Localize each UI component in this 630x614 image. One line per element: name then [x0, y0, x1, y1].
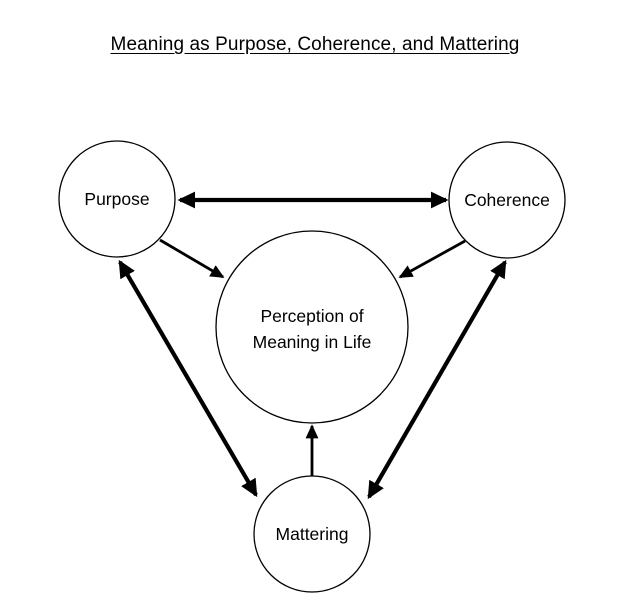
edge-purpose-to-center [159, 238, 225, 279]
node-mattering: Mattering [253, 475, 371, 593]
node-perception-of-meaning: Perception of Meaning in Life [215, 230, 409, 424]
node-center-label-line2: Meaning in Life [253, 332, 372, 352]
edge-coherence-to-center [398, 239, 466, 279]
node-coherence: Coherence [448, 141, 566, 259]
node-purpose: Purpose [58, 140, 176, 258]
node-mattering-label: Mattering [276, 524, 349, 544]
node-purpose-label: Purpose [84, 189, 149, 209]
edge-coherence-mattering [367, 259, 507, 500]
edge-purpose-mattering [118, 259, 258, 498]
node-coherence-label: Coherence [464, 190, 550, 210]
node-center-label-line1: Perception of [260, 306, 363, 326]
diagram-title: Meaning as Purpose, Coherence, and Matte… [110, 34, 520, 55]
